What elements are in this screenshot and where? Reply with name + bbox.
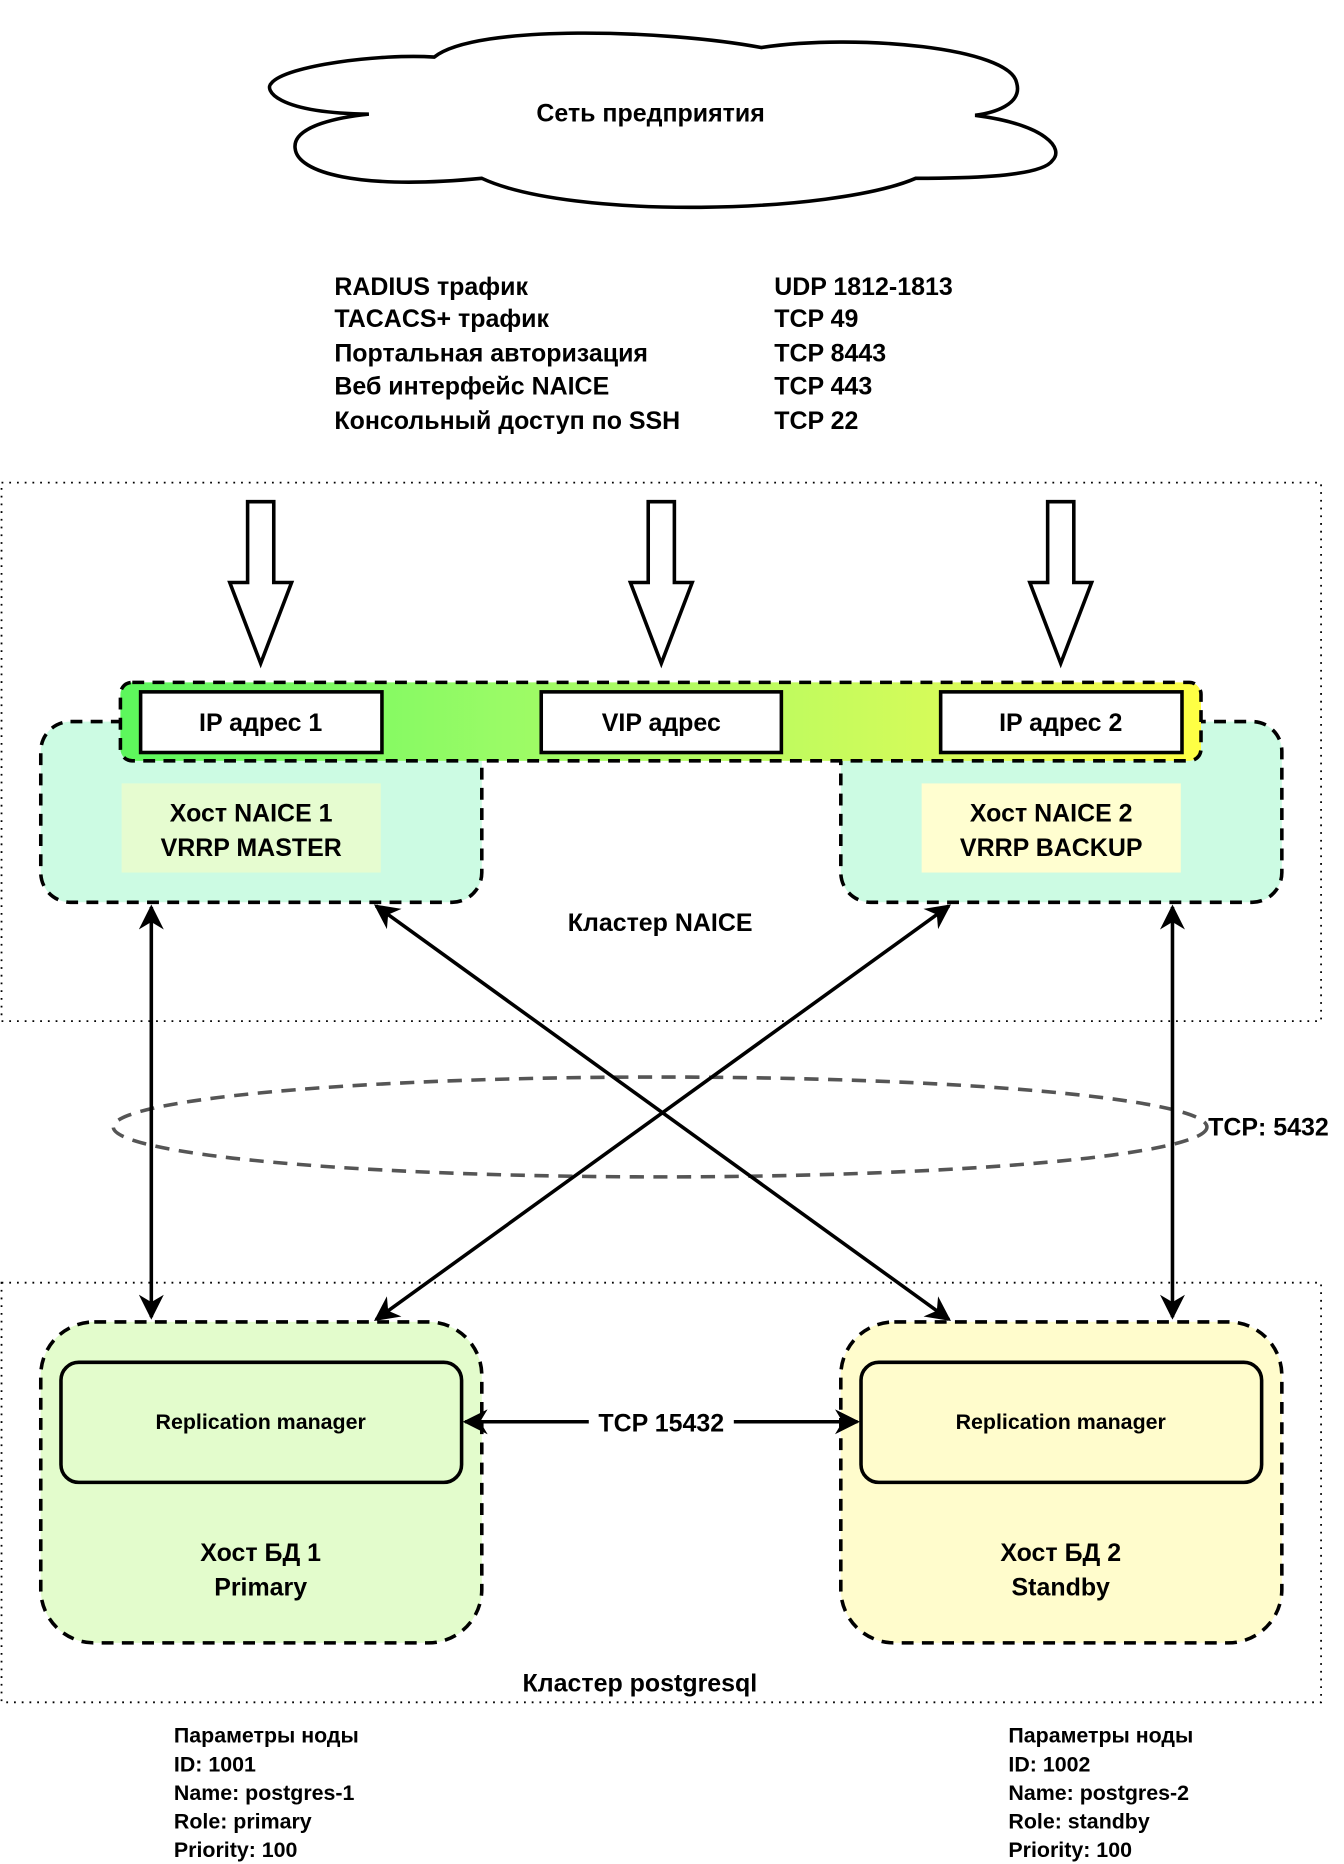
traffic-table: RADIUS трафик UDP 1812-1813 TACACS+ траф… xyxy=(334,273,952,435)
traffic-name: TACACS+ трафик xyxy=(334,305,549,333)
db-connections-group xyxy=(111,1075,1209,1179)
node-param-role: Role: standby xyxy=(1008,1809,1149,1833)
ip-address-1-box xyxy=(138,690,384,755)
pg-cluster-container xyxy=(0,1281,1322,1704)
traffic-port: UDP 1812-1813 xyxy=(774,273,953,301)
naice-cluster-label: Кластер NAICE xyxy=(568,909,753,937)
naice-host-1-name: Хост NAICE 1 xyxy=(170,799,333,827)
link-naice2-db1 xyxy=(373,904,952,1322)
inbound-arrows xyxy=(227,499,1095,669)
db-link-label: TCP: 5432 xyxy=(1208,1113,1329,1141)
node-param-role: Role: primary xyxy=(174,1809,312,1833)
inbound-arrow-icon xyxy=(627,499,695,669)
replication-manager-2-label: Replication manager xyxy=(956,1410,1166,1434)
traffic-name: Веб интерфейс NAICE xyxy=(334,373,609,401)
naice-cluster-container xyxy=(0,481,1322,1023)
node-param-priority: Priority: 100 xyxy=(1008,1838,1132,1862)
inbound-arrow-icon xyxy=(227,499,295,669)
node-params-1: Параметры ноды ID: 1001 Name: postgres-1… xyxy=(174,1724,359,1862)
replication-label: TCP 15432 xyxy=(598,1409,724,1437)
enterprise-network-cloud: Сеть предприятия xyxy=(267,31,1058,210)
traffic-port: TCP 22 xyxy=(774,407,858,435)
traffic-name: RADIUS трафик xyxy=(334,273,528,301)
vip-address-box xyxy=(539,690,784,755)
node-param-priority: Priority: 100 xyxy=(174,1838,298,1862)
node-params-2: Параметры ноды ID: 1002 Name: postgres-2… xyxy=(1008,1724,1193,1862)
replication-manager-1-label: Replication manager xyxy=(156,1410,366,1434)
db-host-1-role: Primary xyxy=(214,1573,307,1601)
naice-host-2-role: VRRP BACKUP xyxy=(960,834,1143,862)
traffic-name: Портальная авторизация xyxy=(334,339,648,367)
node-params-title: Параметры ноды xyxy=(1008,1724,1193,1748)
node-params-title: Параметры ноды xyxy=(174,1724,359,1748)
node-param-name: Name: postgres-2 xyxy=(1008,1781,1189,1805)
inbound-arrow-icon xyxy=(1027,499,1095,669)
replication-manager-2 xyxy=(859,1360,1264,1485)
node-param-name: Name: postgres-1 xyxy=(174,1781,355,1805)
ip-address-1-label: IP адрес 1 xyxy=(199,709,322,737)
pg-cluster-label: Кластер postgresql xyxy=(523,1670,758,1698)
db-host-2-name: Хост БД 2 xyxy=(1000,1539,1121,1567)
naice-host-1-role: VRRP MASTER xyxy=(161,834,342,862)
traffic-port: TCP 49 xyxy=(774,305,858,333)
traffic-name: Консольный доступ по SSH xyxy=(334,407,680,435)
naice-host-1-label-box xyxy=(121,783,381,873)
db-host-2-role: Standby xyxy=(1012,1573,1111,1601)
traffic-port: TCP 443 xyxy=(774,373,872,401)
node-param-id: ID: 1001 xyxy=(174,1752,256,1776)
ip-address-2-box xyxy=(938,690,1184,755)
replication-manager-1 xyxy=(59,1360,464,1485)
ip-address-2-label: IP адрес 2 xyxy=(999,709,1122,737)
db-host-1-name: Хост БД 1 xyxy=(200,1539,321,1567)
vip-address-label: VIP адрес xyxy=(602,709,721,737)
naice-host-2-name: Хост NAICE 2 xyxy=(970,799,1133,827)
node-param-id: ID: 1002 xyxy=(1008,1752,1090,1776)
traffic-port: TCP 8443 xyxy=(774,339,886,367)
cloud-label: Сеть предприятия xyxy=(536,99,764,127)
naice-host-2-label-box xyxy=(921,783,1181,873)
